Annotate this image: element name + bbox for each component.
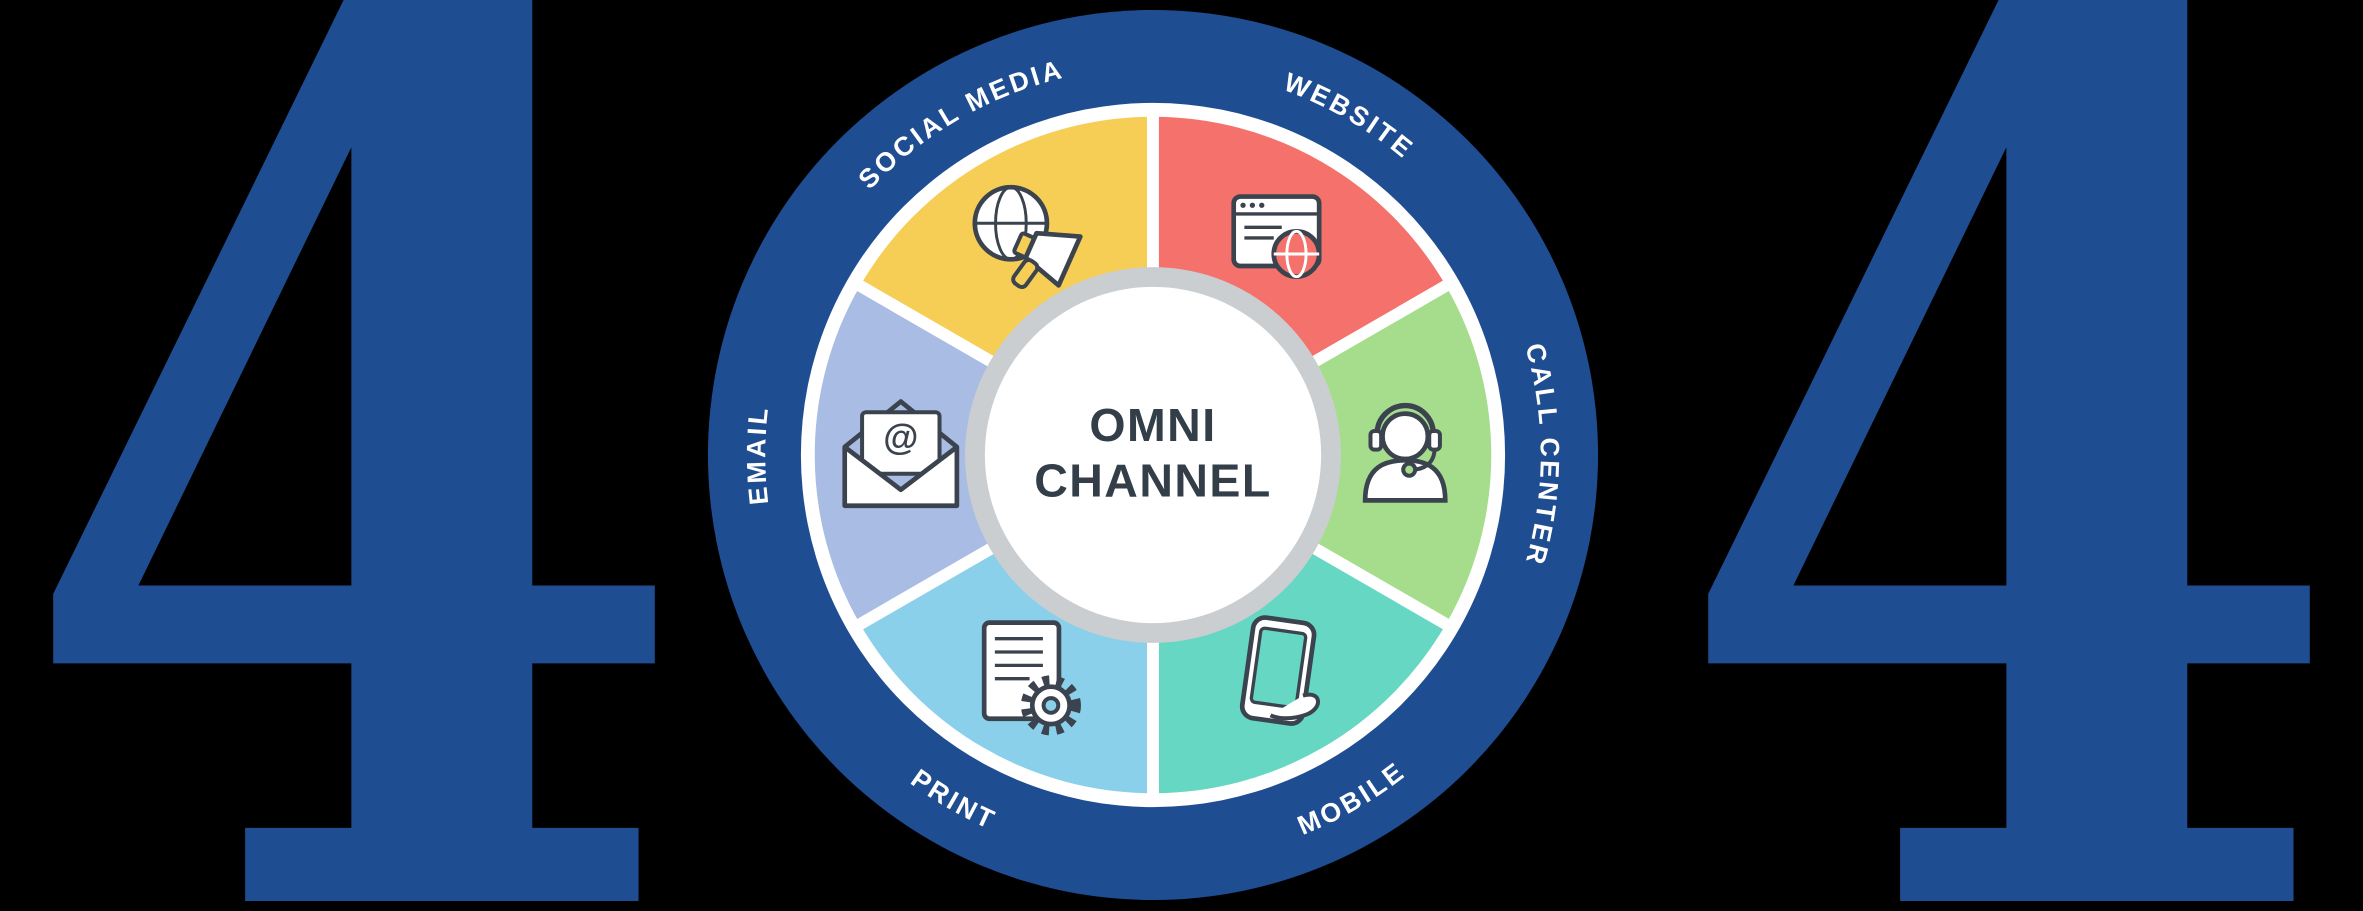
- hub-title-line2: CHANNEL: [1034, 455, 1272, 507]
- megaphone-globe-icon: [972, 184, 1083, 290]
- error-digit-right: 4: [1668, 0, 2350, 911]
- envelope-at-icon: @: [842, 399, 960, 509]
- browser-globe-icon: [1231, 194, 1322, 280]
- headset-agent-icon: [1362, 402, 1448, 503]
- document-gear-icon: [981, 620, 1081, 736]
- at-symbol: @: [883, 417, 918, 458]
- digit-4-right: 4: [1668, 0, 2350, 911]
- digit-4-left: 4: [13, 0, 695, 911]
- hand-smartphone-icon: [1239, 615, 1320, 726]
- hub-disc: [984, 286, 1322, 624]
- omni-channel-wheel: SOCIAL MEDIA WEBSITE CALL CENTER MOBILE …: [707, 9, 1599, 901]
- error-digit-left: 4: [13, 0, 695, 911]
- hub-title-line1: OMNI: [1089, 399, 1216, 451]
- ring-label-email: EMAIL: [741, 404, 774, 506]
